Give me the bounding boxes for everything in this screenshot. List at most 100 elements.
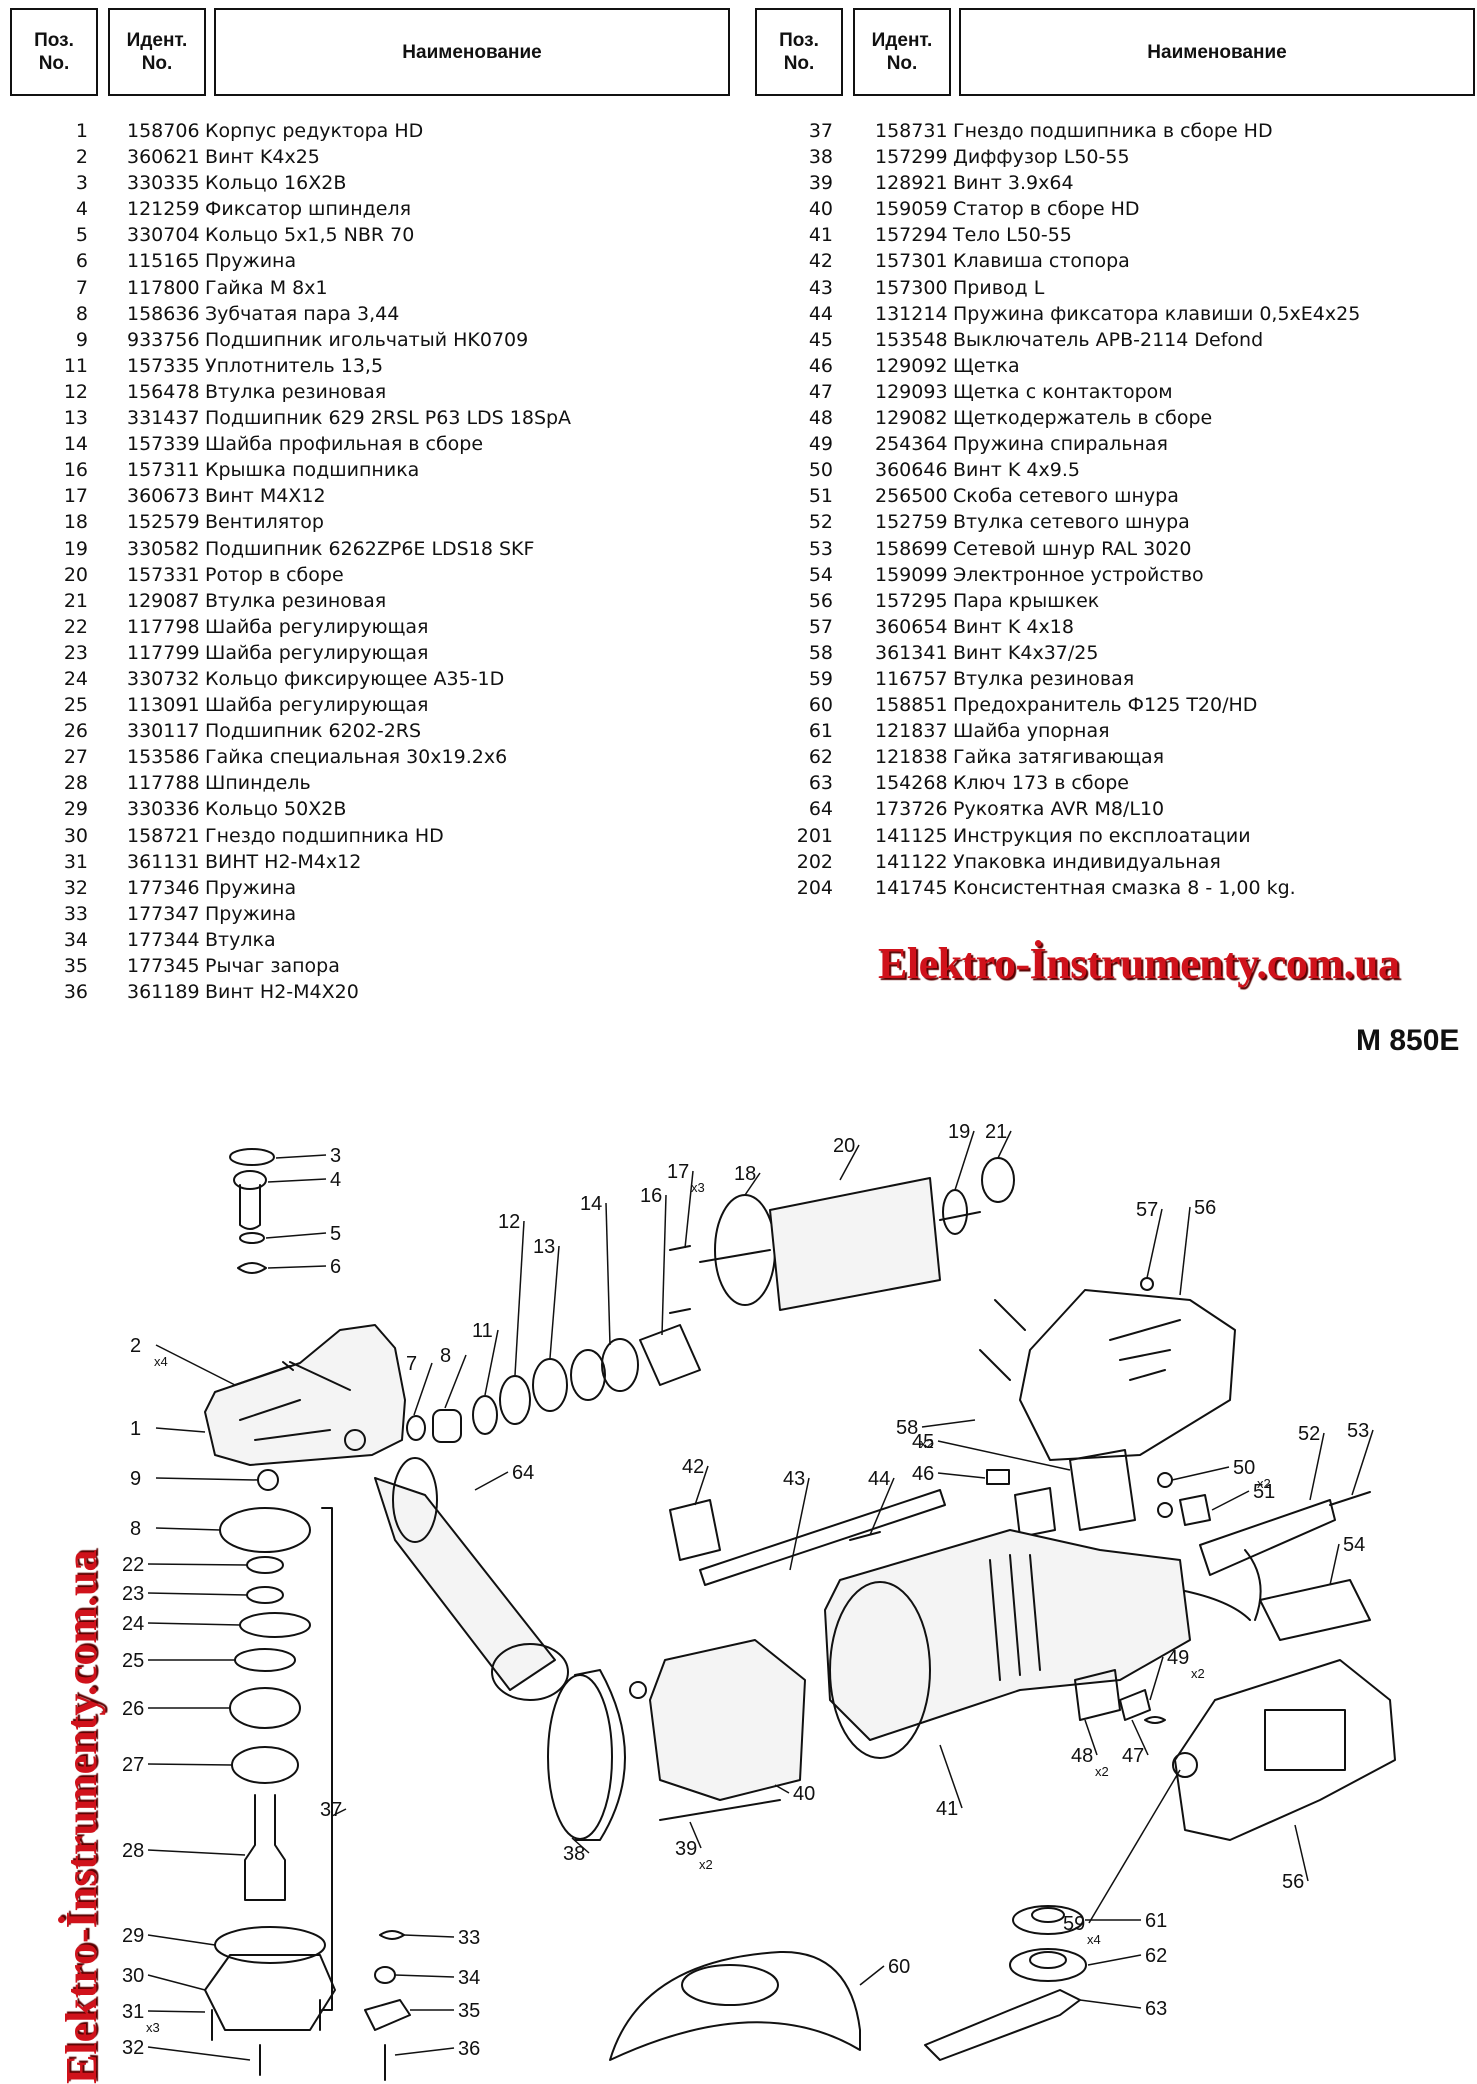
part-name: Кольцо 50X2B <box>205 798 347 821</box>
model-name: M 850E <box>1356 1024 1460 1057</box>
sleeve-part <box>374 1966 396 1984</box>
part-name: Зубчатая пара 3,44 <box>205 302 400 325</box>
part-ident: 153586 <box>127 746 200 769</box>
part-name: Тело L50-55 <box>953 224 1072 247</box>
screw-part <box>211 1999 321 2076</box>
callout-number: 9 <box>130 1468 141 1490</box>
part-pos: 46 <box>808 354 833 377</box>
part-ident: 157331 <box>127 563 200 586</box>
part-name: Пружина фиксатора клавиши 0,5xE4x25 <box>953 302 1361 325</box>
part-ident: 360673 <box>127 485 200 508</box>
part-pos: 54 <box>808 563 833 586</box>
nut-part <box>406 1415 426 1441</box>
callout-leader <box>394 1974 455 1978</box>
callout-quantity: x4 <box>1087 1932 1101 1947</box>
part-pos: 40 <box>808 198 833 221</box>
part-ident: 158851 <box>875 694 948 717</box>
cord-clamp-part <box>1179 1494 1211 1526</box>
callout-leader <box>689 1821 702 1849</box>
part-name: Ротор в сборе <box>205 563 344 586</box>
part-pos: 44 <box>808 302 833 325</box>
screw-part <box>629 1681 647 1699</box>
cover-label <box>1264 1709 1346 1771</box>
part-pos: 31 <box>63 850 88 873</box>
lock-key-part <box>669 1499 721 1561</box>
part-ident: 131214 <box>875 302 948 325</box>
part-ident: 121259 <box>127 198 200 221</box>
callout-number: 28 <box>122 1840 144 1862</box>
screw-part <box>669 1245 691 1314</box>
screw-part <box>659 1799 781 1821</box>
part-name: Сетевой шнур RAL 3020 <box>953 537 1192 560</box>
part-name: Винт K4x25 <box>205 146 320 169</box>
part-ident: 117800 <box>127 276 200 299</box>
callout-number: 34 <box>458 1967 480 1989</box>
header-left: Поз. No. Идент. No. Наименование <box>10 8 730 98</box>
part-ident: 141125 <box>875 824 948 847</box>
callout-number: 62 <box>1145 1945 1167 1967</box>
part-pos: 13 <box>63 407 88 430</box>
part-name: Ключ 173 в сборе <box>953 772 1129 795</box>
callout-leader <box>839 1144 860 1181</box>
callout-number: 6 <box>330 1256 341 1278</box>
part-pos: 11 <box>63 354 88 377</box>
part-name: Винт K 4x18 <box>953 615 1074 638</box>
handle-part <box>374 1477 556 1691</box>
callout-leader <box>444 1354 467 1409</box>
brush-holder-part <box>1074 1669 1121 1721</box>
callout-number: 37 <box>320 1799 342 1821</box>
part-ident: 157301 <box>875 250 948 273</box>
part-pos: 60 <box>808 694 833 717</box>
handle-ring <box>392 1457 438 1543</box>
brush-part <box>986 1469 1010 1485</box>
part-ident: 152759 <box>875 511 948 534</box>
bearing-seat-part <box>204 1954 336 2031</box>
part-name: Шайба регулирующая <box>205 641 429 664</box>
part-name: Статор в сборе HD <box>953 198 1140 221</box>
part-name: Выключатель APB-2114 Defond <box>953 328 1264 351</box>
part-ident: 117799 <box>127 641 200 664</box>
callout-number: 56 <box>1282 1871 1304 1893</box>
part-ident: 159099 <box>875 563 948 586</box>
part-pos: 37 <box>808 120 833 142</box>
part-ident: 254364 <box>875 433 948 456</box>
part-name: Кольцо 16X2B <box>205 172 347 195</box>
part-pos: 201 <box>796 824 833 847</box>
rotor-part <box>769 1177 941 1311</box>
callout-leader <box>147 1563 248 1566</box>
part-ident: 933756 <box>127 328 200 351</box>
part-ident: 128921 <box>875 172 948 195</box>
callout-leader <box>661 1194 667 1336</box>
callout-number: 38 <box>563 1843 585 1865</box>
callout-number: 13 <box>533 1236 555 1258</box>
callout-quantity: x2 <box>1095 1764 1109 1779</box>
callout-number: 8 <box>440 1345 451 1367</box>
part-name: Вентилятор <box>205 511 324 534</box>
part-ident: 129093 <box>875 380 948 403</box>
part-ident: 158721 <box>127 824 200 847</box>
callout-number: 51 <box>1253 1481 1275 1503</box>
callout-number: 20 <box>833 1135 855 1157</box>
flange-part <box>1031 1907 1065 1923</box>
part-name: Крышка подшипника <box>205 459 420 482</box>
callout-number: 25 <box>122 1650 144 1672</box>
guard-part <box>609 1950 861 2061</box>
part-pos: 12 <box>63 380 88 403</box>
part-pos: 26 <box>63 720 88 743</box>
callout-number: 8 <box>130 1518 141 1540</box>
callout-number: 17 <box>667 1161 689 1183</box>
